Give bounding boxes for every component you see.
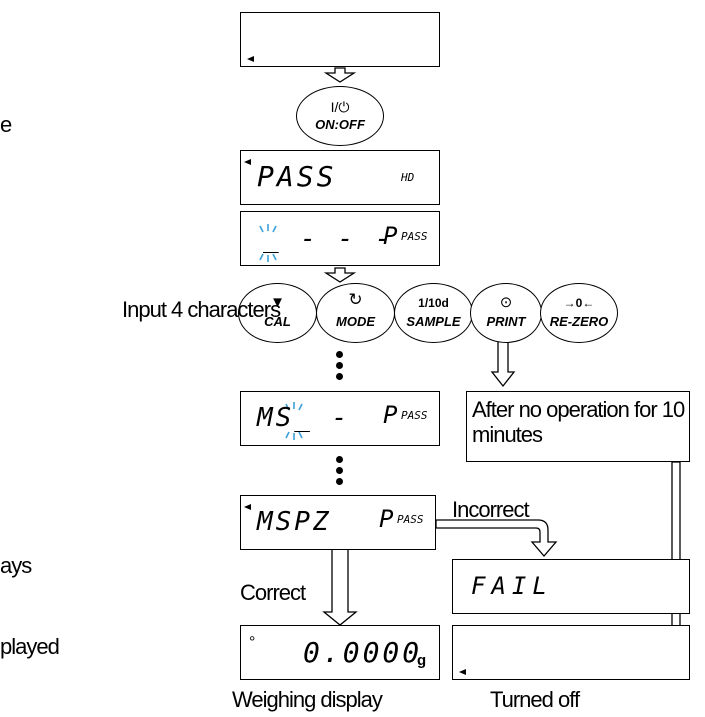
input-label: Input 4 characters xyxy=(122,297,281,322)
re-zero-label: RE-ZERO xyxy=(549,314,609,329)
ellipsis-dot xyxy=(336,456,343,463)
pass-input-tag: PASS xyxy=(401,230,428,243)
sample-symbol: 1/10d xyxy=(418,296,449,310)
cal-label: CAL xyxy=(264,314,291,329)
mspz-tag: PASS xyxy=(397,513,424,526)
display-ms-input: MS_ - P PASS xyxy=(240,391,440,446)
on-off-key[interactable]: I/⏻ ON:OFF xyxy=(296,86,384,146)
correct-label: Correct xyxy=(240,580,306,605)
ellipsis-dot xyxy=(336,362,343,369)
left-text-fragment-3: played xyxy=(0,634,60,659)
stable-indicator: ° xyxy=(249,634,256,651)
sample-label: SAMPLE xyxy=(406,314,461,329)
pass-tag: HD xyxy=(401,171,415,184)
ellipsis-dot xyxy=(336,478,343,485)
cal-key[interactable]: ▼ CAL xyxy=(238,283,317,343)
on-off-label: ON:OFF xyxy=(315,117,365,132)
indicator-mark xyxy=(459,669,466,675)
p-glyph: P xyxy=(383,401,398,429)
print-label: PRINT xyxy=(486,314,526,329)
ms-input-text: MS_ - xyxy=(257,403,351,433)
display-pass-input: _ - - - P PASS xyxy=(240,211,440,266)
display-blank-top xyxy=(240,12,440,67)
indicator-mark xyxy=(244,504,251,510)
timeout-label: After no operation for 10 minutes xyxy=(472,397,685,447)
down-triangle-icon: ▼ xyxy=(270,294,285,311)
arrow-display-to-power xyxy=(323,67,357,83)
mode-label: MODE xyxy=(336,314,375,329)
weigh-value: 0.0000 xyxy=(303,636,423,669)
display-weighing: ° 0.0000 g xyxy=(240,625,440,680)
timeout-box: After no operation for 10 minutes xyxy=(466,391,690,462)
blink-indicator-icon xyxy=(259,224,277,262)
display-pass: PASS HD xyxy=(240,150,440,205)
re-zero-symbol: →0← xyxy=(563,296,595,310)
left-text-fragment-1: e xyxy=(0,112,12,137)
mode-key[interactable]: ↻ MODE xyxy=(316,283,395,343)
arrow-incorrect xyxy=(435,519,558,557)
arrow-correct xyxy=(322,544,358,626)
weigh-unit: g xyxy=(417,652,427,669)
left-text-fragment-2: ays xyxy=(0,553,32,578)
print-icon: ⊙ xyxy=(499,294,513,311)
display-fail: FAIL xyxy=(452,559,690,614)
indicator-mark xyxy=(244,159,251,165)
blink-indicator-icon xyxy=(285,402,303,440)
arrow-passinput-to-keys xyxy=(323,267,357,283)
mspz-text: MSPZ xyxy=(257,507,332,537)
ellipsis-dot xyxy=(336,467,343,474)
power-icon: I/⏻ xyxy=(330,99,350,115)
weighing-label: Weighing display xyxy=(232,687,383,712)
display-off xyxy=(452,625,690,680)
incorrect-label: Incorrect xyxy=(452,497,530,522)
indicator-mark xyxy=(247,56,254,62)
ms-input-tag: PASS xyxy=(401,409,428,422)
pass-text: PASS xyxy=(257,160,337,193)
rotate-icon: ↻ xyxy=(348,290,363,309)
ellipsis-dot xyxy=(336,373,343,380)
pass-input-text: _ - - - xyxy=(263,224,394,254)
sample-key[interactable]: 1/10d SAMPLE xyxy=(394,283,473,343)
turned-off-label: Turned off xyxy=(490,687,580,712)
display-mspz: MSPZ P PASS xyxy=(240,495,436,550)
re-zero-key[interactable]: →0← RE-ZERO xyxy=(540,283,618,343)
ellipsis-dot xyxy=(336,351,343,358)
p-glyph: P xyxy=(383,222,398,250)
fail-text: FAIL xyxy=(471,572,553,600)
print-key[interactable]: ⊙ PRINT xyxy=(470,283,542,343)
p-glyph: P xyxy=(379,505,394,533)
